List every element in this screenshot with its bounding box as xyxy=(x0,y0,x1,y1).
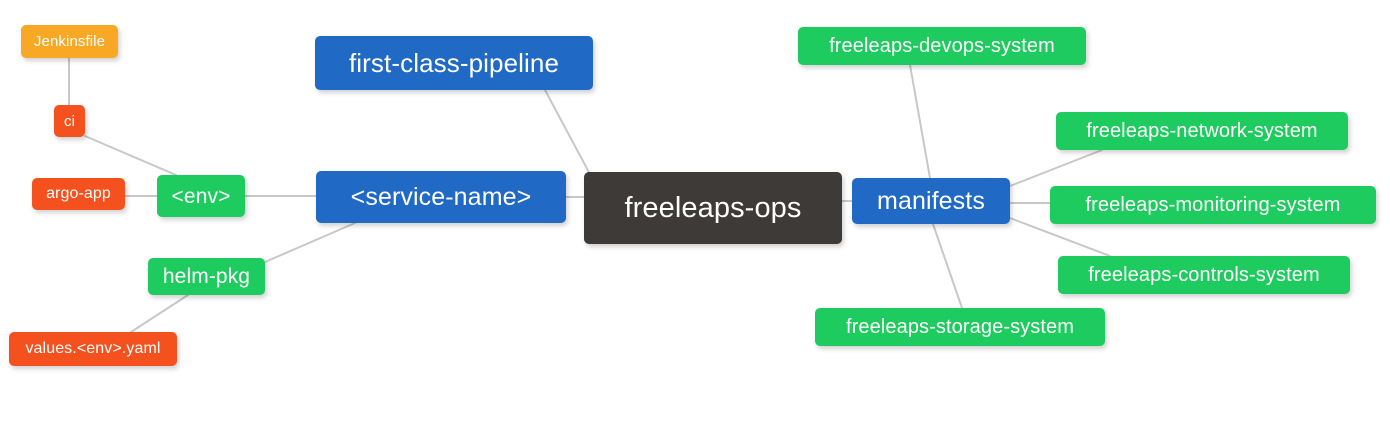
edge-manifests-to-network-system xyxy=(1009,149,1103,187)
node-controls-system[interactable]: freeleaps-controls-system xyxy=(1058,256,1350,294)
node-jenkinsfile[interactable]: Jenkinsfile xyxy=(21,25,118,58)
edge-root-to-first-class-pipeline xyxy=(544,89,593,179)
node-label-jenkinsfile: Jenkinsfile xyxy=(33,33,106,50)
node-label-storage-system: freeleaps-storage-system xyxy=(845,316,1075,338)
node-label-service-name: <service-name> xyxy=(350,182,532,211)
node-label-root: freeleaps-ops xyxy=(624,191,802,224)
node-label-monitoring-system: freeleaps-monitoring-system xyxy=(1085,194,1341,216)
node-env[interactable]: <env> xyxy=(157,175,245,217)
node-first-class-pipeline[interactable]: first-class-pipeline xyxy=(315,36,593,90)
node-label-manifests: manifests xyxy=(877,186,985,215)
edge-manifests-to-storage-system xyxy=(932,223,963,309)
node-label-devops-system: freeleaps-devops-system xyxy=(829,35,1055,57)
edge-helm-pkg-to-values-yaml xyxy=(130,294,189,333)
node-label-helm-pkg: helm-pkg xyxy=(162,265,251,288)
node-root[interactable]: freeleaps-ops xyxy=(584,172,842,244)
node-storage-system[interactable]: freeleaps-storage-system xyxy=(815,308,1105,346)
node-network-system[interactable]: freeleaps-network-system xyxy=(1056,112,1348,150)
edge-service-name-to-helm-pkg xyxy=(264,222,356,263)
node-manifests[interactable]: manifests xyxy=(852,178,1010,224)
node-label-env: <env> xyxy=(171,184,231,208)
node-service-name[interactable]: <service-name> xyxy=(316,171,566,223)
node-helm-pkg[interactable]: helm-pkg xyxy=(148,258,265,295)
node-monitoring-system[interactable]: freeleaps-monitoring-system xyxy=(1050,186,1376,224)
node-argo-app[interactable]: argo-app xyxy=(32,178,125,210)
node-label-controls-system: freeleaps-controls-system xyxy=(1088,264,1320,286)
node-label-network-system: freeleaps-network-system xyxy=(1086,120,1318,142)
edge-env-to-ci xyxy=(84,135,177,176)
node-label-argo-app: argo-app xyxy=(46,185,111,202)
node-label-values-yaml: values.<env>.yaml xyxy=(25,340,161,357)
edge-manifests-to-devops-system xyxy=(909,64,931,179)
node-label-ci: ci xyxy=(63,112,76,130)
node-ci[interactable]: ci xyxy=(54,105,85,137)
node-devops-system[interactable]: freeleaps-devops-system xyxy=(798,27,1086,65)
node-values-yaml[interactable]: values.<env>.yaml xyxy=(9,332,177,366)
node-label-first-class-pipeline: first-class-pipeline xyxy=(348,48,560,78)
